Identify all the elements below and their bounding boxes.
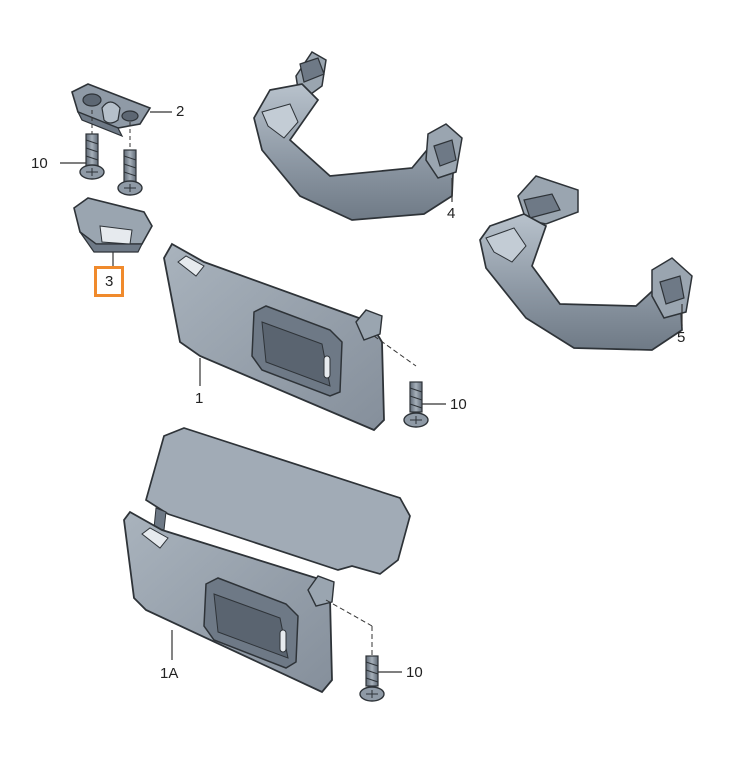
screw-bottom-10: [325, 599, 385, 702]
callout-4: 4: [447, 205, 456, 222]
cover-cap-part-3: [73, 197, 153, 253]
callout-10-mid: 10: [450, 396, 467, 413]
grab-handle-part-4: [253, 51, 463, 221]
callout-10-left: 10: [31, 155, 48, 172]
sun-visor-part-1a: [123, 427, 411, 694]
callout-5: 5: [677, 329, 686, 346]
screw-right-under-bracket: [117, 122, 143, 196]
callout-10-bottom: 10: [406, 664, 423, 681]
grab-handle-part-5: [479, 175, 693, 351]
callout-3-highlighted[interactable]: 3: [94, 266, 125, 297]
callout-1: 1: [195, 390, 204, 407]
screw-middle-10: [373, 335, 429, 428]
screw-left-10: [79, 110, 105, 180]
callout-2: 2: [176, 103, 185, 120]
callout-1a: 1A: [160, 665, 179, 682]
sun-visor-part-1: [163, 242, 385, 432]
mount-bracket-part-2: [71, 83, 152, 138]
